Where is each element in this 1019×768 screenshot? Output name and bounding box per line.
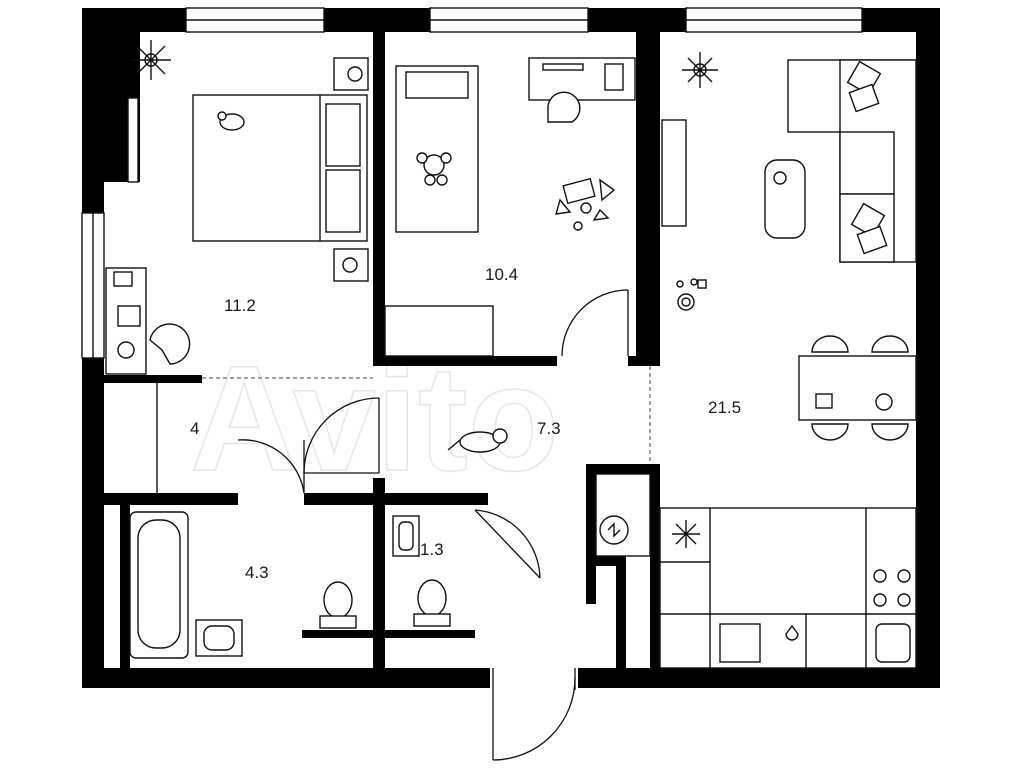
area-label-wardrobe: 4 (190, 419, 199, 438)
area-label-bathroom: 4.3 (245, 563, 269, 582)
stove-icon (873, 569, 911, 607)
windows (81, 7, 863, 359)
dining-table (798, 335, 917, 441)
coffee-table (764, 159, 806, 239)
plant-icon (131, 40, 171, 80)
fridge-icon (672, 520, 700, 548)
rug-toys-icon (676, 278, 707, 311)
area-label-living-kitchen: 21.5 (708, 398, 741, 417)
dog-icon (447, 428, 508, 453)
washing-machine (595, 473, 651, 557)
toilet-icon (319, 581, 357, 629)
single-bed (395, 65, 479, 233)
exterior-walls (82, 8, 940, 688)
interior-walls (104, 32, 660, 668)
nightstand-lamp-icon (333, 57, 369, 282)
double-bed (192, 94, 368, 242)
cat-icon (217, 111, 245, 131)
faucet-icon (785, 624, 799, 641)
sofa (787, 59, 917, 263)
area-label-hallway: 7.3 (537, 419, 561, 438)
toys-icon (555, 177, 616, 231)
toilet-icon (413, 579, 451, 627)
bathtub (129, 511, 189, 659)
kids-desk (528, 57, 636, 123)
doors (237, 289, 629, 761)
bathroom-sink (195, 619, 243, 657)
area-label-kids-room: 10.4 (485, 265, 518, 284)
toilet-sink (392, 515, 420, 557)
area-label-toilet: 1.3 (420, 540, 444, 559)
bedroom-desk (105, 267, 191, 375)
plant-icon (682, 52, 718, 88)
toy-car-icon (416, 152, 452, 186)
area-label-bedroom: 11.2 (224, 296, 256, 315)
kitchen-counter (659, 507, 917, 669)
